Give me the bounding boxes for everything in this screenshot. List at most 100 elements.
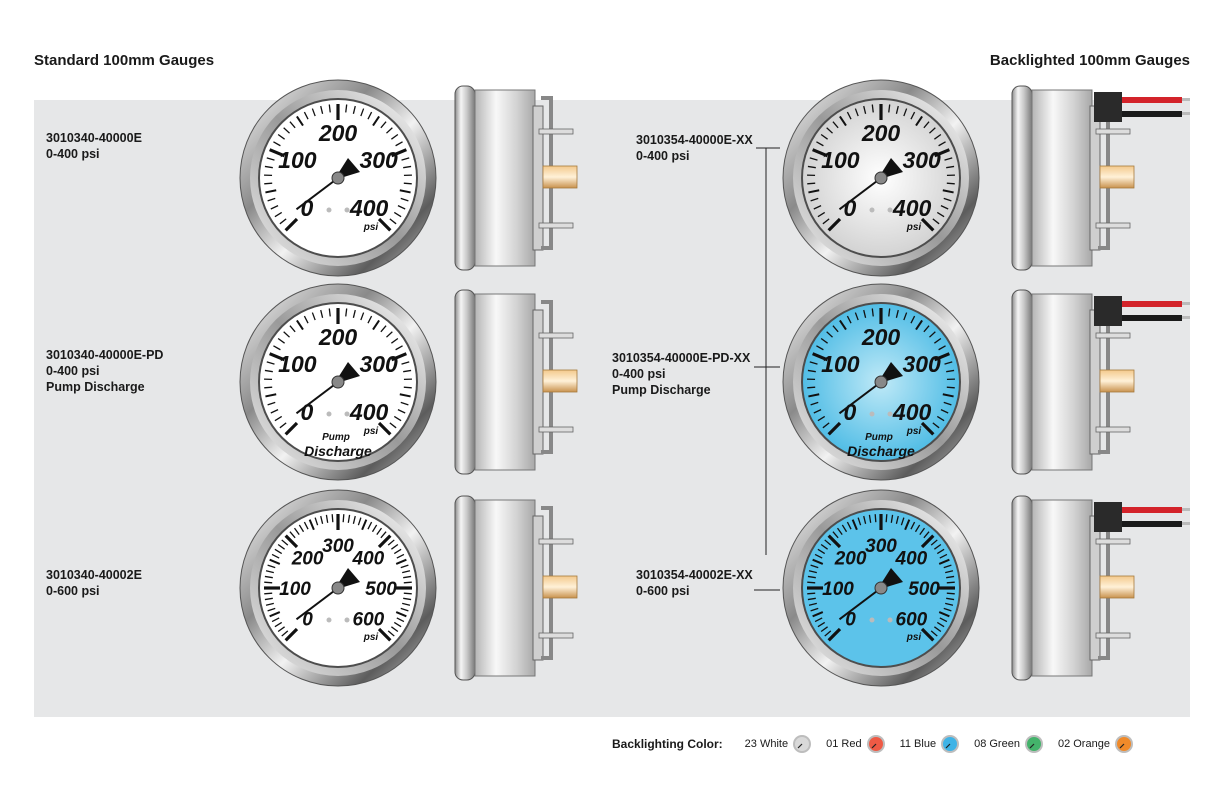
mounting-stud [538,332,574,339]
scale-label: 500 [365,579,397,600]
part-number: 3010354-40000E-PD-XX [612,351,751,365]
scale-tick [284,421,299,436]
scale-tick [807,182,816,185]
scale-tick [939,617,948,623]
backlighting-color-legend: Backlighting Color: 23 White 01 Red 11 B… [612,732,1148,756]
scale-tick [807,369,816,373]
scale-tick [371,524,378,533]
scale-tick [320,105,324,114]
scale-tick [401,361,410,365]
scale-tick [265,189,277,194]
mounting-stud [1095,632,1131,639]
scale-tick [380,531,387,539]
scale-label: 300 [359,147,398,173]
scale-tick [839,319,847,331]
scale-tick [273,345,281,351]
scale-tick [874,514,877,523]
scale-label: 100 [278,147,317,173]
scale-tick [274,548,283,555]
scale-tick [946,581,955,584]
scale-tick [403,597,412,601]
scale-label: 0 [845,609,856,630]
scale-tick [396,553,405,559]
scale-tick [895,105,899,114]
scale-tick [284,217,299,232]
pressure-range: 0-400 psi [46,364,100,378]
scale-tick [846,521,852,530]
scale-tick [403,575,412,579]
scale-label: 0 [302,609,313,630]
scale-tick [269,558,281,565]
label-gauge-3: 3010340-40002E 0-600 psi [46,567,142,599]
scale-tick [328,104,331,113]
scale-tick [871,104,874,113]
unit-label: psi [363,222,379,233]
scale-tick [820,337,828,344]
wire-tip [1182,98,1190,101]
scale-tick [283,331,290,338]
face-dot [326,207,332,213]
wire-tip [1182,112,1190,115]
part-number: 3010354-40002E-XX [636,568,753,582]
scale-tick [920,534,935,549]
scale-tick [945,602,954,606]
scale-tick [885,514,888,523]
scale-tick [264,182,273,185]
scale-tick [920,421,935,436]
scale-tick [827,534,842,549]
scale-tick [910,315,916,324]
needle-hub [874,375,888,389]
scale-tick [932,422,940,429]
gauge-needle [838,381,882,415]
scale-tick [403,386,412,389]
black-wire [1122,111,1182,117]
scale-tick [826,127,833,134]
scale-tick [289,325,296,333]
scale-tick [863,309,867,318]
scale-tick [832,325,839,333]
scale-tick [943,197,952,202]
part-number: 3010340-40000E-PD [46,348,164,362]
face-dot [344,411,350,417]
scale-tick [314,517,319,526]
scale-tick [944,361,953,365]
mounting-stud [538,538,574,545]
scale-tick [399,393,411,398]
brass-fitting [542,165,578,189]
face-dot [869,207,875,213]
unit-label: psi [363,632,379,643]
mounting-stud [1095,128,1131,135]
scale-tick [890,514,894,523]
scale-tick [391,133,399,140]
scale-tick [827,217,842,232]
scale-tick [919,527,926,535]
scale-tick [360,312,365,321]
scale-tick [822,422,830,429]
scale-tick [810,564,819,569]
scale-tick [824,539,832,546]
wire-connector [1094,502,1122,532]
scale-tick [264,165,273,169]
scale-tick [345,104,348,113]
scale-tick [942,393,954,398]
scale-tick [817,621,826,628]
scale-tick [264,575,273,579]
scale-tick [265,570,274,574]
face-dot [344,207,350,213]
scale-tick [940,409,949,414]
mounting-stud [1095,426,1131,433]
needle-hub [331,375,345,389]
red-wire [1122,507,1182,513]
label-gauge-2: 3010340-40000E-PD 0-400 psi Pump Dischar… [46,347,163,395]
scale-tick [279,422,287,429]
scale-tick [320,515,324,524]
gauge-side-view-5 [1011,289,1190,475]
scale-tick [946,597,955,601]
scale-tick [938,345,946,351]
scale-tick [391,337,399,344]
scale-tick [269,148,286,158]
scale-tick [946,386,955,389]
scale-label: 400 [349,195,389,221]
scale-tick [851,519,858,531]
scale-tick [812,352,829,362]
